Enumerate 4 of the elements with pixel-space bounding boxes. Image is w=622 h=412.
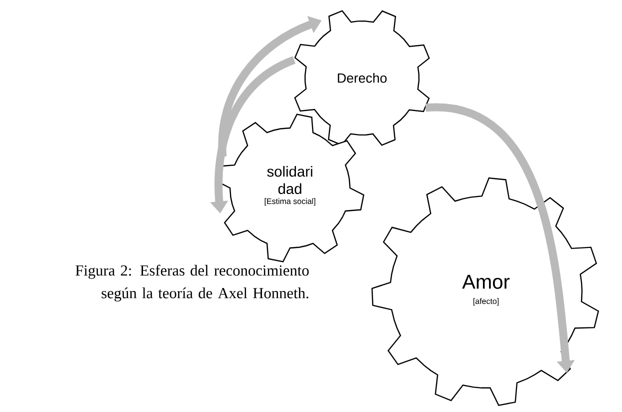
gear: Amor [afecto]: [371, 177, 600, 406]
caption: Figura 2: Esferas del reconocimiento según la teoría de Axel Honneth.: [76, 264, 309, 302]
gear: solidari dad [Estima social]: [216, 114, 364, 262]
gear: Derecho: [294, 10, 430, 146]
